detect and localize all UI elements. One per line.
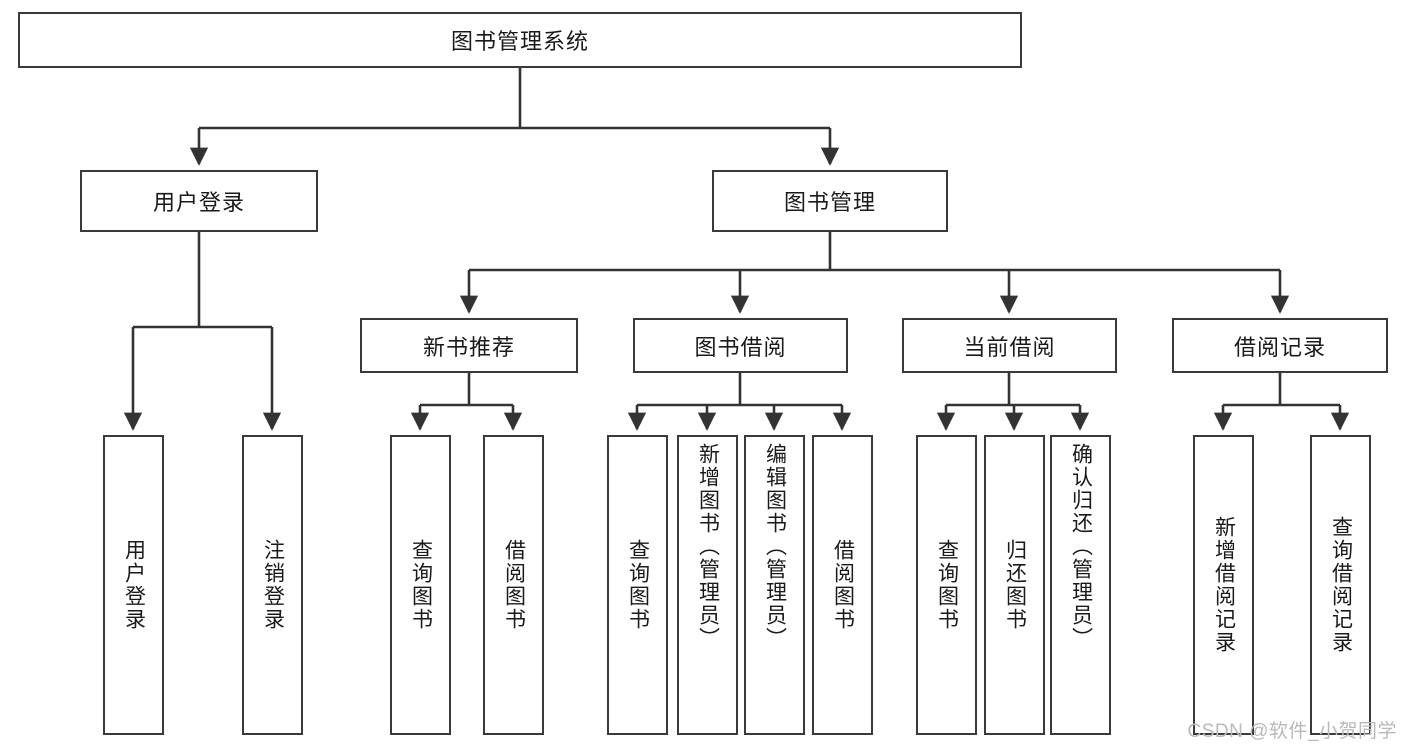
node-new-book-recommend-label: 新书推荐 [422,334,515,360]
leaf-edit-book-admin[interactable]: 编辑图书（管理员） [744,435,805,735]
leaf-query-book-current[interactable]: 查询图书 [916,435,977,735]
leaf-query-borrow-record[interactable]: 查询借阅记录 [1310,435,1371,735]
leaf-query-book-newbook-label: 查询图书 [409,539,433,631]
node-current-borrow-label: 当前借阅 [963,334,1056,360]
leaf-confirm-return-admin-label: 确认归还（管理员） [1069,443,1093,650]
node-book-borrow[interactable]: 图书借阅 [633,318,848,373]
leaf-logout[interactable]: 注销登录 [242,435,303,735]
node-book-management[interactable]: 图书管理 [712,170,948,232]
leaf-query-borrow-record-label: 查询借阅记录 [1329,516,1353,654]
leaf-logout-label: 注销登录 [261,539,285,631]
node-root[interactable]: 图书管理系统 [18,12,1022,68]
node-current-borrow[interactable]: 当前借阅 [902,318,1117,373]
leaf-add-book-admin[interactable]: 新增图书（管理员） [677,435,738,735]
leaf-edit-book-admin-label: 编辑图书（管理员） [763,443,787,650]
node-borrow-record[interactable]: 借阅记录 [1172,318,1388,373]
leaf-query-book-current-label: 查询图书 [935,539,959,631]
leaf-return-book[interactable]: 归还图书 [984,435,1045,735]
node-borrow-record-label: 借阅记录 [1233,334,1326,360]
node-new-book-recommend[interactable]: 新书推荐 [360,318,578,373]
leaf-borrow-book-newbook[interactable]: 借阅图书 [483,435,544,735]
leaf-borrow-book-newbook-label: 借阅图书 [502,539,526,631]
node-user-login-label: 用户登录 [152,190,245,215]
leaf-borrow-book-borrow-label: 借阅图书 [831,539,855,631]
leaf-add-borrow-record-label: 新增借阅记录 [1212,516,1236,654]
leaf-query-book-borrow[interactable]: 查询图书 [607,435,668,735]
leaf-user-login[interactable]: 用户登录 [103,435,164,735]
node-book-borrow-label: 图书借阅 [694,334,787,360]
leaf-borrow-book-borrow[interactable]: 借阅图书 [812,435,873,735]
leaf-return-book-label: 归还图书 [1003,539,1027,631]
leaf-add-book-admin-label: 新增图书（管理员） [696,443,720,650]
csdn-watermark: CSDN @软件_小贺同学 [1187,721,1397,742]
leaf-confirm-return-admin[interactable]: 确认归还（管理员） [1050,435,1111,735]
leaf-query-book-borrow-label: 查询图书 [626,539,650,631]
leaf-query-book-newbook[interactable]: 查询图书 [390,435,451,735]
node-root-label: 图书管理系统 [450,29,589,54]
leaf-add-borrow-record[interactable]: 新增借阅记录 [1193,435,1254,735]
node-book-management-label: 图书管理 [783,190,876,215]
node-user-login[interactable]: 用户登录 [80,170,318,232]
leaf-user-login-label: 用户登录 [122,539,146,631]
